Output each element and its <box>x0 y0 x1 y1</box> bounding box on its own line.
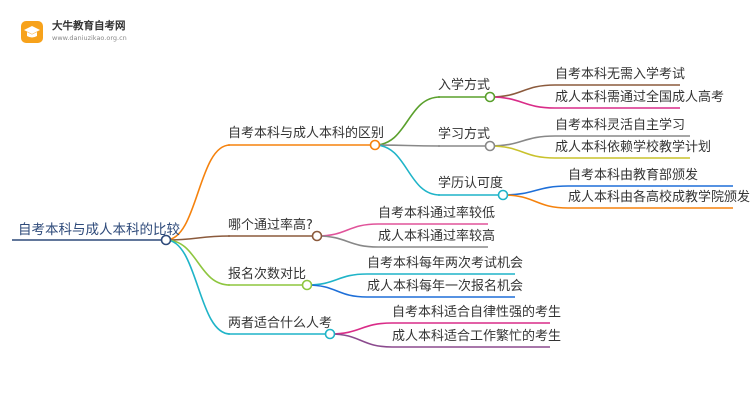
leaf-chengren-school-plan: 成人本科依赖学校教学计划 <box>555 140 712 155</box>
edge-suitable-leaf-1 <box>329 333 393 348</box>
edge-differences-to-sub-2 <box>374 144 441 196</box>
leaf-zikao-ministry-issued: 自考本科由教育部颁发 <box>568 168 699 183</box>
branch-registration-count: 报名次数对比 <box>228 267 307 282</box>
branch-differences: 自考本科与成人本科的区别 <box>228 126 385 141</box>
registration-node <box>301 279 313 291</box>
sub-study-method: 学习方式 <box>438 127 491 142</box>
sub-node-1 <box>484 140 496 152</box>
leaf-zikao-no-entrance-exam: 自考本科无需入学考试 <box>555 67 686 82</box>
sub-admission-method: 入学方式 <box>438 78 491 93</box>
site-logo: 大牛教育自考网 www.daniuzikao.org.cn <box>20 18 210 50</box>
edge-differences-to-sub-1 <box>374 144 441 147</box>
edge-sub-1-leaf-0 <box>489 135 556 147</box>
edge-root-to-suitable <box>165 239 231 335</box>
edge-root-to-differences <box>165 144 231 241</box>
leaf-chengren-one-registration: 成人本科每年一次报名机会 <box>367 279 524 294</box>
sub-node-0 <box>484 91 496 103</box>
edge-pass-rate-leaf-0 <box>316 223 379 237</box>
leaf-zikao-self-disciplined: 自考本科适合自律性强的考生 <box>392 305 562 320</box>
root-topic: 自考本科与成人本科的比较 <box>18 222 180 238</box>
leaf-zikao-flexible-study: 自考本科灵活自主学习 <box>555 118 686 133</box>
leaf-chengren-national-exam: 成人本科需通过全国成人高考 <box>555 90 725 105</box>
leaf-zikao-two-exams: 自考本科每年两次考试机会 <box>367 256 524 271</box>
edge-differences-to-sub-0 <box>374 96 441 146</box>
logo-url: www.daniuzikao.org.cn <box>52 34 127 42</box>
edge-sub-1-leaf-1 <box>489 145 556 159</box>
edge-root-to-registration <box>165 239 231 286</box>
graduation-cap-logo-icon <box>21 21 43 43</box>
leaf-chengren-busy-workers: 成人本科适合工作繁忙的考生 <box>392 329 562 344</box>
differences-node <box>369 139 381 151</box>
pass-rate-node <box>311 230 323 242</box>
edge-root-to-pass-rate <box>165 235 231 241</box>
edge-suitable-leaf-0 <box>329 322 393 335</box>
branch-pass-rate: 哪个通过率高? <box>228 218 313 233</box>
suitable-node <box>324 328 336 340</box>
sub-node-2 <box>497 189 509 201</box>
root-node <box>160 234 172 246</box>
edge-registration-leaf-1 <box>306 284 368 298</box>
edge-registration-leaf-0 <box>306 273 368 286</box>
edge-sub-0-leaf-0 <box>489 84 556 98</box>
edge-pass-rate-leaf-1 <box>316 235 379 248</box>
edge-sub-2-leaf-1 <box>502 194 569 209</box>
leaf-chengren-higher-pass-rate: 成人本科通过率较高 <box>378 229 496 244</box>
logo-title: 大牛教育自考网 <box>52 20 126 32</box>
edge-sub-2-leaf-0 <box>502 185 569 196</box>
leaf-chengren-college-issued: 成人本科由各高校成教学院颁发 <box>568 190 750 205</box>
leaf-zikao-lower-pass-rate: 自考本科通过率较低 <box>378 206 496 221</box>
sub-recognition: 学历认可度 <box>438 176 504 191</box>
branch-suitable-candidates: 两者适合什么人考 <box>228 316 333 331</box>
edge-sub-0-leaf-1 <box>489 96 556 109</box>
